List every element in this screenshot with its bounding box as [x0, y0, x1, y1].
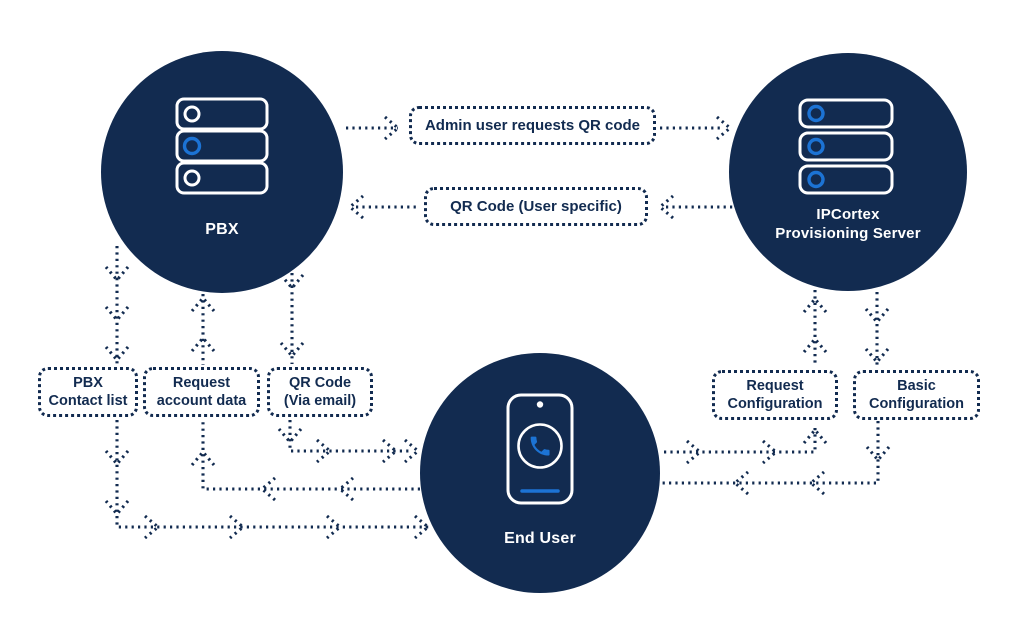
end-user-circle [420, 353, 660, 593]
arrow-end-user-to-request-config [664, 426, 828, 465]
box-request-account-data-line1: Request [172, 374, 231, 391]
box-pbx-contact-list: PBX Contact list [38, 367, 138, 417]
arrow-admin-request-to-server [660, 115, 732, 141]
box-basic-configuration-line1: Basic [897, 377, 936, 394]
box-pbx-contact-list-line1: PBX [73, 374, 103, 391]
box-qr-code-email-line1: QR Code [288, 374, 352, 391]
box-request-account-data-line2: account data [156, 393, 247, 409]
box-basic-configuration-line2: Configuration [868, 396, 965, 412]
arrow-end-user-to-request-account [190, 420, 420, 502]
box-qr-user-specific: QR Code (User specific) [424, 187, 648, 226]
box-request-configuration: Request Configuration [712, 370, 838, 420]
arrow-basic-config-to-end-user [662, 421, 891, 496]
phone-icon [506, 393, 574, 505]
arrow-server-to-basic-config [864, 292, 890, 366]
arrow-contact-list-to-end-user [104, 420, 430, 540]
provisioning-server-circle [729, 53, 967, 291]
box-request-configuration-line2: Configuration [727, 396, 823, 412]
end-user-label: End User [504, 530, 576, 547]
box-admin-request-text: Admin user requests QR code [424, 117, 641, 134]
arrow-pbx-to-qr-email [279, 273, 305, 364]
arrow-qr-box-to-pbx [348, 194, 420, 220]
provisioning-server-label-line1: IPCortex [816, 206, 880, 223]
box-basic-configuration: Basic Configuration [853, 370, 980, 420]
box-admin-request: Admin user requests QR code [409, 106, 656, 145]
arrow-server-to-qr-box [658, 194, 734, 220]
phone-camera-dot [536, 401, 544, 408]
arrow-request-account-to-pbx [190, 294, 216, 365]
box-request-account-data: Request account data [143, 367, 260, 417]
arrow-request-config-to-server [802, 290, 828, 366]
box-qr-user-specific-text: QR Code (User specific) [450, 198, 622, 215]
box-qr-code-email: QR Code (Via email) [267, 367, 373, 417]
call-handset-icon [530, 436, 550, 456]
pbx-label: PBX [205, 221, 239, 238]
pbx-circle [101, 51, 343, 293]
box-request-configuration-line1: Request [746, 377, 804, 394]
server-stack-icon [798, 98, 894, 195]
server-stack-icon [175, 97, 269, 195]
arrow-pbx-to-admin-request [346, 115, 400, 141]
box-qr-code-email-line2: (Via email) [283, 393, 357, 409]
box-pbx-contact-list-line2: Contact list [48, 393, 128, 409]
provisioning-server-label-line2: Provisioning Server [775, 225, 921, 242]
provisioning-server-label: IPCortex Provisioning Server [748, 205, 948, 243]
arrow-pbx-to-contact-list [104, 246, 130, 364]
arrow-qr-email-to-end-user [277, 420, 420, 464]
